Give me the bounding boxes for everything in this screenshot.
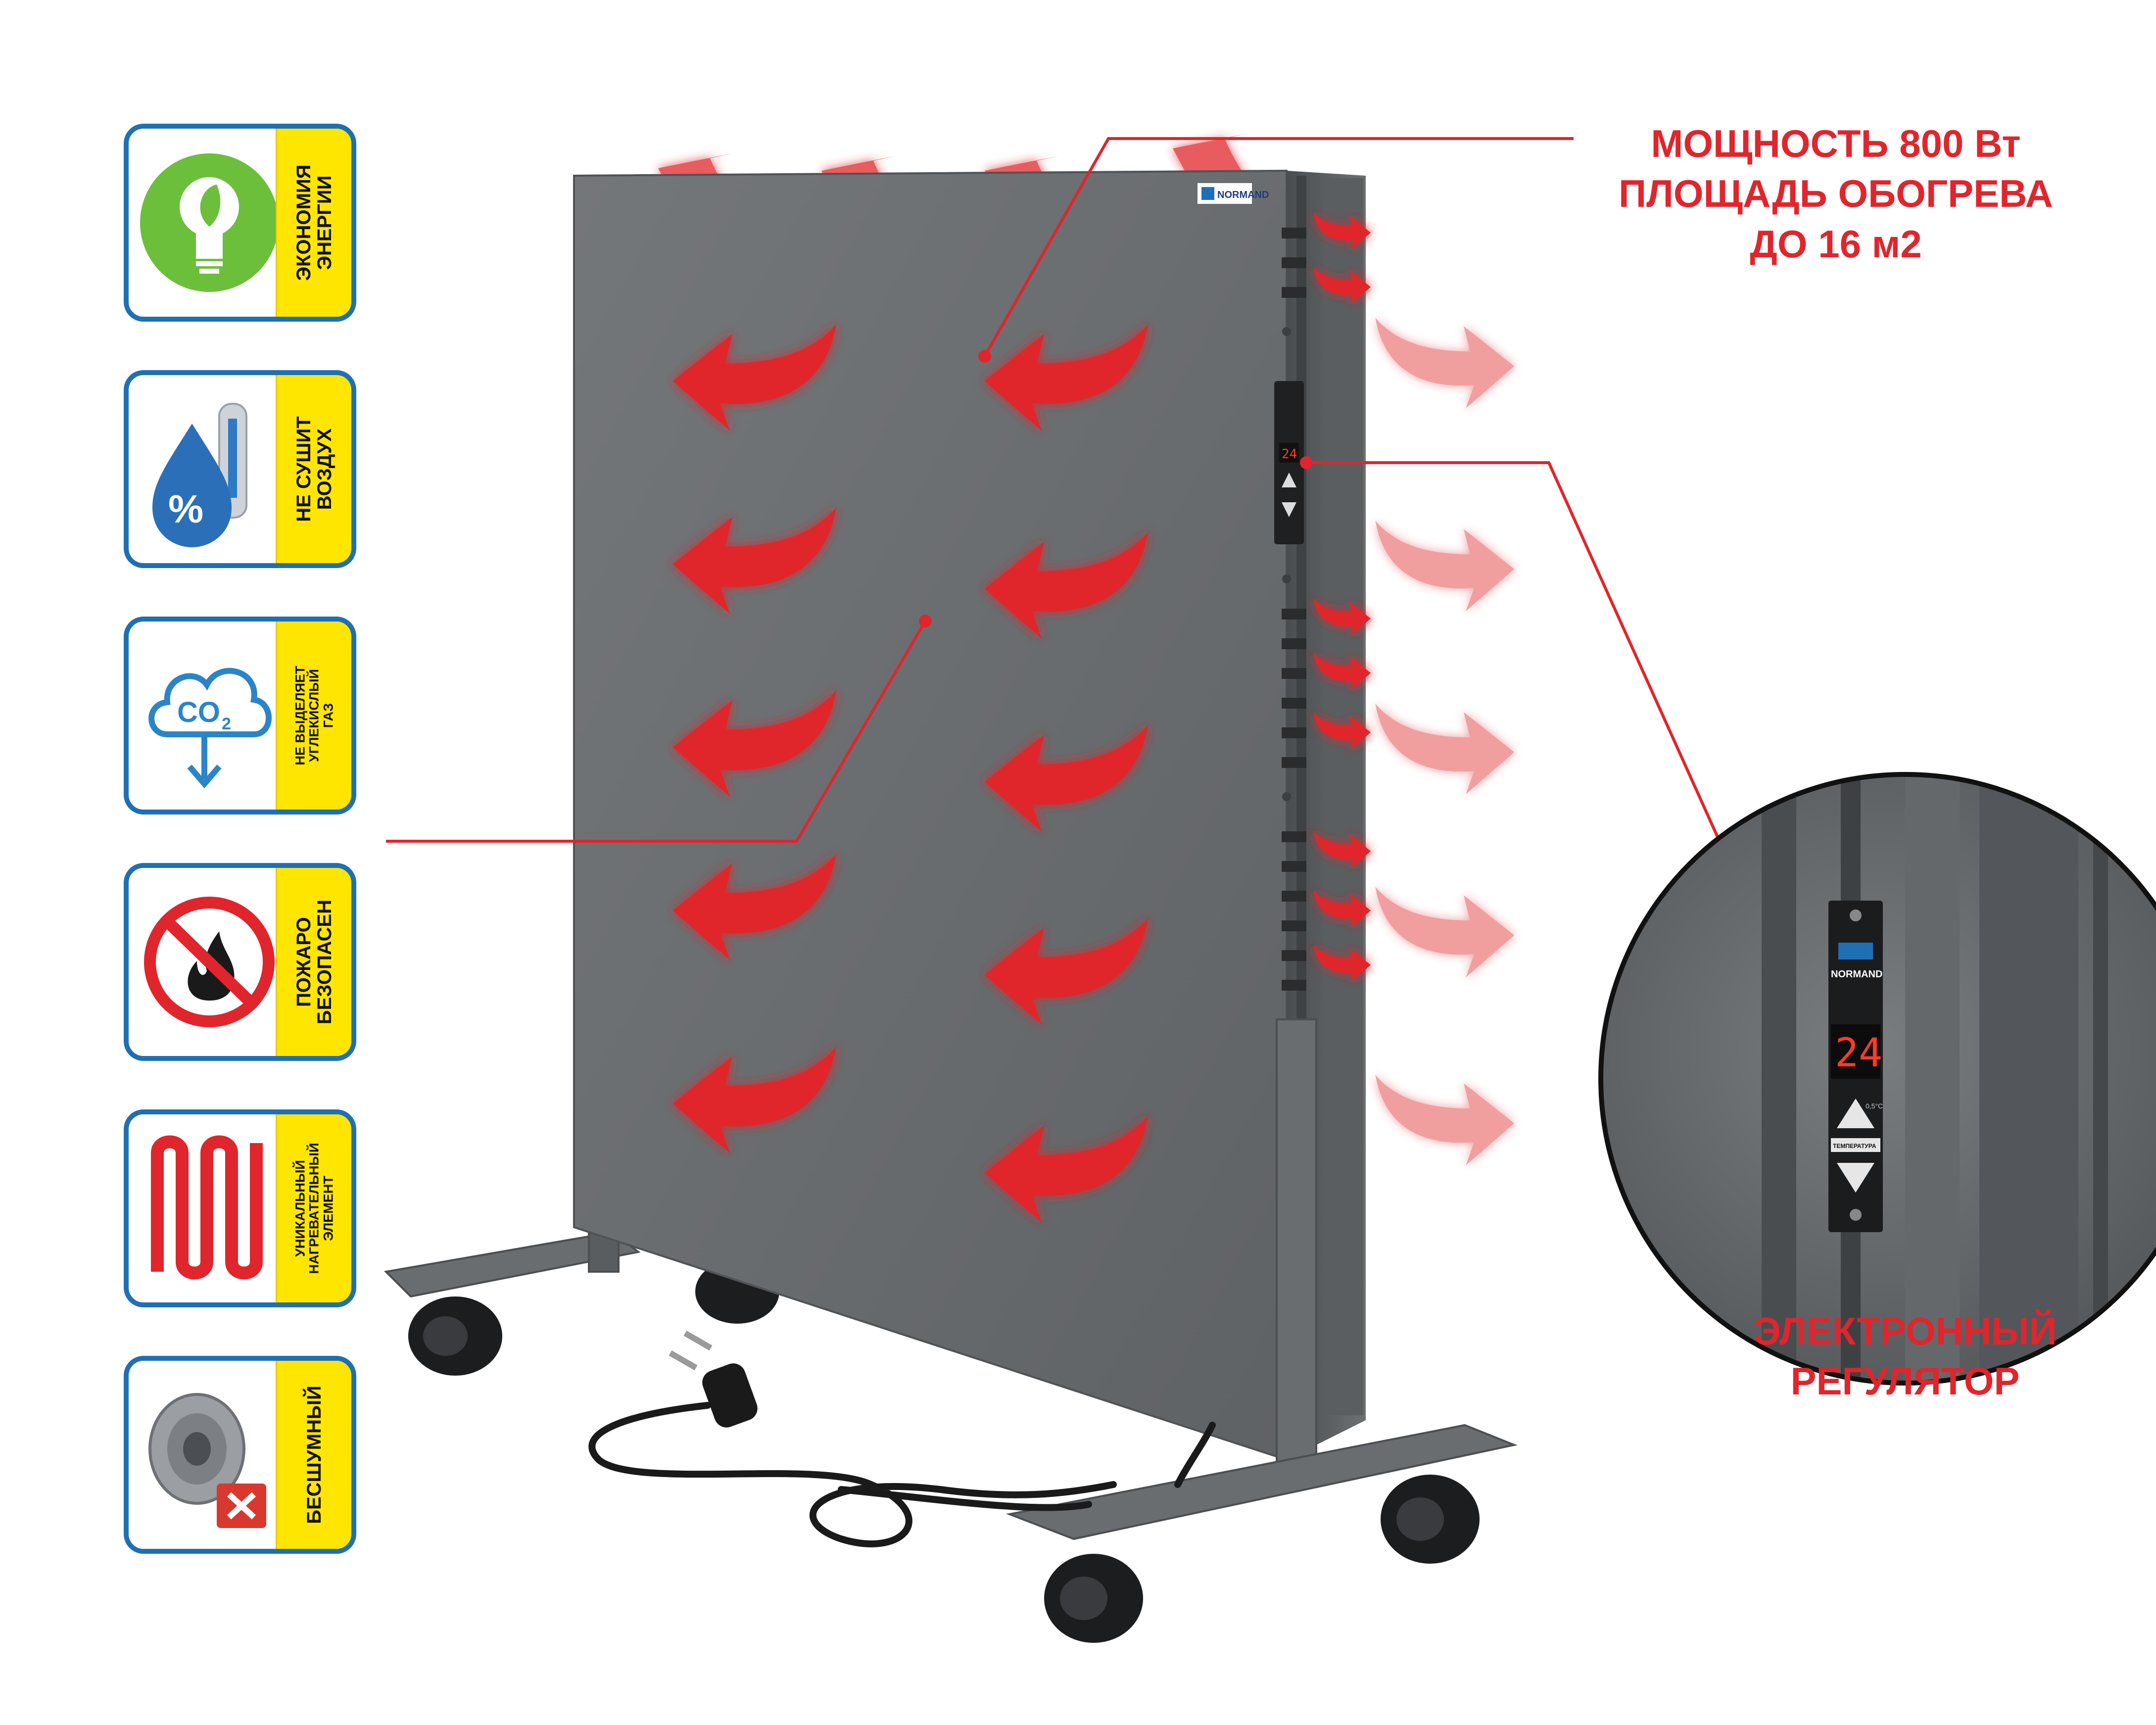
svg-text:%: % — [168, 487, 203, 531]
regulator-callout-line: ЭЛЕКТРОННЫЙ — [1753, 1309, 2057, 1353]
feature-label-line: ПОЖАРО — [293, 917, 315, 1007]
feature-badge-silent: БЕСШУМНЫЙ — [124, 1356, 356, 1554]
feature-label-line: ЭКОНОМИЯ — [293, 164, 315, 281]
svg-text:2: 2 — [222, 715, 231, 733]
feature-label-line: УГЛЕКИСЛЫЙ — [306, 669, 322, 762]
temp-step-label: 0,5°C — [1866, 1102, 1883, 1110]
caster-wheel — [1044, 1475, 1480, 1643]
feature-badge-humidity: % НЕ СУШИТ ВОЗДУХ — [124, 370, 356, 568]
feature-label-line: ГАЗ — [321, 703, 336, 728]
feature-label-line: ЭЛЕМЕНТ — [321, 1176, 336, 1241]
no-fire-icon — [144, 897, 275, 1027]
bulb-leaf-icon — [140, 153, 279, 292]
zoom-display-value: 24 — [1835, 1030, 1882, 1076]
heater-panel: NORMAND 24 — [573, 169, 1366, 1461]
regulator-callout-line: РЕГУЛЯТОР — [1790, 1359, 2020, 1403]
stand-right — [1006, 1018, 1518, 1540]
feature-badge-co2: CO 2 НЕ ВЫДЕЛЯЕТ УГЛЕКИСЛЫЙ ГАЗ — [124, 617, 356, 815]
feature-badge-fire: ПОЖАРО БЕЗОПАСЕН — [124, 863, 356, 1061]
stand-left — [383, 1226, 641, 1298]
co2-cloud-icon: CO 2 — [148, 668, 272, 789]
feature-label-line: ВОЗДУХ — [314, 428, 335, 510]
feature-label-line: ЭНЕРГИИ — [314, 175, 335, 270]
feature-label-line: УНИКАЛЬНЫЙ — [292, 1160, 308, 1257]
feature-badge-energy: ЭКОНОМИЯ ЭНЕРГИИ — [124, 124, 356, 322]
feature-label-line: НАГРЕВАТЕЛЬНЫЙ — [306, 1143, 322, 1274]
regulator-zoom: NORMAND 24 0,5°C ТЕМПЕРАТУРА — [1601, 774, 2156, 1383]
power-plug-icon — [669, 1330, 758, 1428]
svg-text:CO: CO — [177, 696, 220, 728]
power-cord — [588, 1402, 1216, 1547]
feature-label-line: НЕ ВЫДЕЛЯЕТ — [292, 666, 308, 766]
power-callout-line: МОЩНОСТЬ 800 Вт — [1651, 122, 2021, 165]
feature-badge-element: УНИКАЛЬНЫЙ НАГРЕВАТЕЛЬНЫЙ ЭЛЕМЕНТ — [124, 1109, 356, 1307]
heating-coil-icon — [151, 1135, 263, 1280]
humidity-thermometer-icon: % — [152, 403, 247, 547]
regulator-callout: ЭЛЕКТРОННЫЙ РЕГУЛЯТОР — [1633, 1306, 2156, 1407]
caster-wheel — [408, 1259, 779, 1376]
power-callout-line: ДО 16 м2 — [1750, 222, 1922, 266]
temp-label: ТЕМПЕРАТУРА — [1833, 1143, 1876, 1150]
power-callout: МОЩНОСТЬ 800 Вт ПЛОЩАДЬ ОБОГРЕВА ДО 16 м… — [1554, 119, 2118, 269]
panel-display-value: 24 — [1282, 447, 1297, 462]
zoom-brand-label: NORMAND — [1831, 969, 1882, 980]
heat-arrows-back — [1375, 318, 1514, 1165]
feature-label-line: БЕСШУМНЫЙ — [303, 1386, 325, 1524]
callout-lines — [386, 137, 1743, 892]
brand-label: NORMAND — [1217, 190, 1269, 200]
power-callout-line: ПЛОЩАДЬ ОБОГРЕВА — [1619, 172, 2053, 216]
feature-label-line: НЕ СУШИТ — [293, 416, 315, 522]
speaker-mute-icon — [148, 1393, 266, 1528]
feature-label-line: БЕЗОПАСЕН — [314, 899, 335, 1025]
